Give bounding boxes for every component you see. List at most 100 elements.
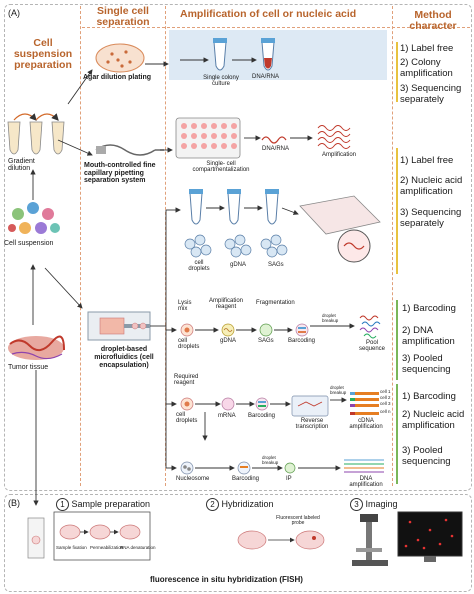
nucleosome-label: Nucleosome xyxy=(176,476,210,482)
pool-sequence-label: Pool sequence xyxy=(358,340,386,353)
row1-tubes-icon xyxy=(213,38,275,71)
mouth-pipetting-label: Mouth-controlled fine capillary pipettin… xyxy=(84,162,156,185)
row5-barcoding-label: Barcoding xyxy=(248,413,276,419)
method3-item2: 2) DNA amplification xyxy=(402,325,455,347)
ip-label: IP xyxy=(286,476,292,482)
section-b-label: (B) xyxy=(8,498,20,508)
cell-suspension-icon xyxy=(8,202,60,234)
method1-item1: 1) Label free xyxy=(400,43,454,54)
step2-title: 2 Hybridization xyxy=(206,498,274,511)
reverse-transcription-label: Reverse transcription xyxy=(295,418,329,431)
droplet-group-icon xyxy=(184,234,288,258)
method1-bar xyxy=(396,42,398,102)
col-separator-1 xyxy=(80,6,81,486)
header-method-character: Method character xyxy=(409,9,457,33)
amp-reagent-label: Amplification reagent xyxy=(208,298,243,311)
method4-item1: 1) Barcoding xyxy=(402,391,456,402)
agar-plate-icon xyxy=(95,43,145,73)
step1-label: Sample preparation xyxy=(71,499,151,509)
row5-breakup-label: droplet breakup xyxy=(330,385,347,395)
cell1-label: cell 1 xyxy=(380,389,391,394)
single-colony-label: Single colony culture xyxy=(203,75,239,88)
gradient-dilution-label: Gradient dilution xyxy=(8,158,35,173)
imaging-monitor-icon xyxy=(397,511,463,562)
rna-denaturation-label: RNA denaturation xyxy=(120,545,156,550)
droplet-microfluidics-label: droplet-based microfluidics (cell encaps… xyxy=(94,346,154,370)
row3-sags-label: SAGs xyxy=(268,262,284,268)
method4-bar xyxy=(396,384,398,484)
required-reagent-label: Required reagent xyxy=(174,374,199,387)
step1-number: 1 xyxy=(56,498,69,511)
fish-hybridization-icon xyxy=(237,530,325,550)
cell-suspension-label: Cell suspension xyxy=(4,240,54,247)
method2-item2: 2) Nucleic acid amplification xyxy=(400,175,463,197)
cell-barcode-bars-icon xyxy=(350,392,379,415)
amplification-waves-icon xyxy=(317,125,351,149)
sample-fixation-label: Sample fixation xyxy=(56,545,87,550)
row4-gdna-label: gDNA xyxy=(220,338,237,344)
step3-number: 3 xyxy=(350,498,363,511)
step3-title: 3 Imaging xyxy=(350,498,398,511)
method2-bar xyxy=(396,148,398,274)
dna-amplification-lines-icon xyxy=(344,459,384,473)
method3-item1: 1) Barcoding xyxy=(402,303,456,314)
method3-bar xyxy=(396,300,398,380)
method2-item3: 3) Sequencing separately xyxy=(400,207,462,229)
row6-barcoding-label: Barcoding xyxy=(232,476,260,482)
well-plate-icon xyxy=(175,117,241,159)
mrna-label: mRNA xyxy=(218,413,236,419)
row4-barcoding-label: Barcoding xyxy=(288,338,316,344)
row1-band xyxy=(169,30,387,80)
method4-item2: 2) Nucleic acid amplification xyxy=(402,409,465,431)
cdna-amplification-label: cDNA amplification xyxy=(349,418,383,431)
row3-cell-droplets-label: cell droplets xyxy=(188,260,210,273)
header-single-cell-separation: Single cell separation xyxy=(96,5,150,29)
gradient-tubes-icon xyxy=(7,113,65,155)
cell3-label: cell 3 xyxy=(380,401,391,406)
microfluidics-chip-icon xyxy=(87,311,151,341)
cell2-label: cell 2 xyxy=(380,395,391,400)
fluorescent-probe-label: Fluorescent labeled probe xyxy=(276,515,320,527)
row6-breakup-label: droplet breakup xyxy=(262,455,279,465)
permeabilization-label: Permeabilization xyxy=(90,545,124,550)
row3-tubes-icon xyxy=(189,189,279,225)
step1-title: 1 Sample preparation xyxy=(56,498,150,511)
step3-label: Imaging xyxy=(365,499,398,509)
celln-label: cell n xyxy=(380,409,391,414)
pool-sequence-icon xyxy=(359,315,381,339)
agar-dilution-label: Agar dilution plating xyxy=(83,74,152,81)
row1-dna-label: DNA/RNA xyxy=(252,74,280,80)
row5-flow-icons xyxy=(180,395,329,417)
header-amplification: Amplification of cell or nucleic acid xyxy=(180,8,357,20)
fish-sample-prep-icons xyxy=(27,511,151,561)
section-a-frame xyxy=(4,4,472,491)
section-a-label: (A) xyxy=(8,8,20,18)
method3-item3: 3) Pooled sequencing xyxy=(402,353,451,375)
row3-gdna-label: gDNA xyxy=(230,262,247,268)
header-separator xyxy=(82,27,470,28)
row4-flow-icons xyxy=(180,323,309,337)
row4-breakup-label: droplet breakup xyxy=(322,313,339,323)
section-b-frame xyxy=(4,494,472,592)
method1-item2: 2) Colony amplification xyxy=(400,57,453,79)
col-separator-2 xyxy=(165,6,166,486)
fish-caption: fluorescence in situ hybridization (FISH… xyxy=(150,575,303,584)
header-cell-suspension-prep: Cell suspension preparation xyxy=(13,37,73,72)
row2-dna-label: DNA/RNA xyxy=(262,146,290,152)
capillary-pipetting-icon xyxy=(95,144,164,156)
microscope-icon xyxy=(352,514,388,566)
col-separator-3 xyxy=(392,6,393,486)
tumor-tissue-icon xyxy=(8,335,65,360)
dna-amplification-label: DNA amplification xyxy=(349,476,383,489)
method2-item1: 1) Label free xyxy=(400,155,454,166)
fragmentation-label: Fragmentation xyxy=(256,300,295,306)
row5-cell-droplets-label: cell droplets xyxy=(176,412,198,425)
tumor-tissue-label: Tumor tissue xyxy=(8,364,49,371)
row4-sags-label: SAGs xyxy=(258,338,274,344)
sequencing-slide-icon xyxy=(299,195,381,263)
amplification-label: Amplification xyxy=(322,152,357,158)
row4-cell-droplets-label: cell droplets xyxy=(178,338,200,351)
compartmentalization-label: Single- cell compartmentalization xyxy=(192,161,250,174)
row6-flow-icons xyxy=(180,461,296,475)
